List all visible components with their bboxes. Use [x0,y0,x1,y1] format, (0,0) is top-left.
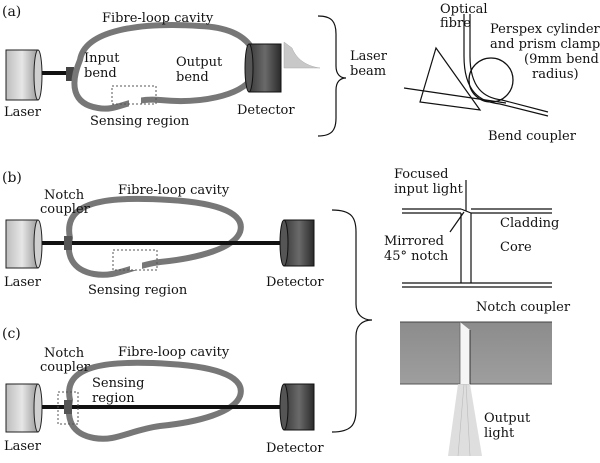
sensing-box-c [57,391,79,425]
sensing-box-b [112,249,158,271]
notch-label-c-1: Notch [44,346,85,361]
notch-coupler-label: Notch coupler [476,300,571,315]
photo-light-streak-2 [465,383,471,457]
fibre-loop-a [71,22,259,112]
sensing-label-c-1: Sensing [92,376,145,391]
optical-fibre-line-2 [469,14,549,113]
output-bend-label-1: Output [176,55,223,70]
laser-label-a: Laser [4,105,42,120]
laser-beam-label-2: beam [350,64,386,79]
laser-face-icon [33,219,43,269]
notch-coupler-mark-b [64,236,72,250]
prism-clamp-icon [419,46,482,111]
bend-coupler-label: Bend coupler [488,129,577,144]
output-light-label-2: light [484,426,515,441]
panel-b-tag: (b) [2,170,22,186]
panel-b: (b) Notch coupler Fibre-loop cavity Sens… [2,167,571,433]
input-bend-label-1: Input [84,51,120,66]
laser-face-icon [33,49,43,101]
laser-beam-label-1: Laser [350,49,388,64]
focused-label-1: Focused [394,167,448,182]
laser-b [5,219,43,269]
mirrored-label-2: 45° notch [384,249,449,264]
notch-photograph-icon [400,321,552,457]
output-light-label-1: Output [484,411,531,426]
optical-fibre-line-1 [463,14,549,117]
laser-c [5,383,43,433]
mirror-leader-line [449,211,465,233]
detector-c [279,383,315,431]
cavity-label-c: Fibre-loop cavity [118,345,230,360]
photo-output-light [448,384,482,456]
fibre-loop-c [65,359,244,442]
bend-coupler-drawing [403,14,549,117]
mirrored-label-1: Mirrored [384,234,444,249]
sensing-gap-b [130,256,142,270]
core-label: Core [500,240,532,255]
detector-label-b: Detector [266,275,324,290]
sensing-box-a [111,85,157,105]
sensing-label-c-2: region [92,391,135,406]
cylinder-laser-icon [5,49,39,101]
detector-a [244,43,282,93]
detector-b [279,219,315,267]
notch-coupler-mark-c [64,400,72,414]
perspex-label-3: (9mm bend [524,52,599,67]
detector-face-icon [279,383,289,431]
panel-a: (a) Fibre-loop cavity Input bend Output … [2,2,600,144]
notch-label-b-2: coupler [40,202,91,217]
photo-notch [460,322,470,384]
laser-label-b: Laser [4,275,42,290]
laser-beam-line [403,87,507,104]
input-bend-clamp [66,67,74,81]
laser-label-c: Laser [4,439,42,454]
notch-label-c-2: coupler [40,360,91,375]
perspex-label-4: radius) [532,67,579,82]
detector-face-icon [279,219,289,267]
panel-c-tag: (c) [2,326,21,342]
laser-face-icon [33,383,43,433]
sensing-gap-a [129,94,141,108]
perspex-label-2: and prism clamp [490,37,600,52]
ringdown-signal-icon [283,41,321,69]
photo-fibre-body [400,322,552,384]
optical-fibre-label-2: fibre [440,16,471,31]
brace-a [317,15,347,137]
cylinder-laser-icon [5,219,39,269]
laser-a [5,49,43,101]
notch-label-b-1: Notch [44,188,85,203]
panel-a-tag: (a) [2,4,21,20]
cavity-label-b: Fibre-loop cavity [118,183,230,198]
focused-label-2: input light [394,182,464,197]
cladding-label: Cladding [500,216,559,231]
fibre-loop-b [65,195,244,278]
cylinder-laser-icon [5,383,39,433]
cavity-label-a: Fibre-loop cavity [102,11,214,26]
optical-fibre-label-1: Optical [440,2,488,17]
perspex-label-1: Perspex cylinder [490,22,600,37]
photo-light-streak-1 [457,383,465,457]
input-bend-label-2: bend [84,66,117,81]
detector-label-c: Detector [266,441,324,456]
brace-bc [331,209,373,433]
panel-c: (c) Notch coupler Fibre-loop cavity Sens… [2,321,552,457]
sensing-label-a: Sensing region [90,114,190,129]
detector-face-icon [244,43,254,93]
sensing-label-b: Sensing region [88,283,188,298]
detector-label-a: Detector [237,103,295,118]
perspex-cylinder-icon [468,57,514,103]
cylinder-detector-icon [248,43,282,93]
notch-coupler-schematic [402,180,552,288]
output-bend-label-2: bend [176,70,209,85]
